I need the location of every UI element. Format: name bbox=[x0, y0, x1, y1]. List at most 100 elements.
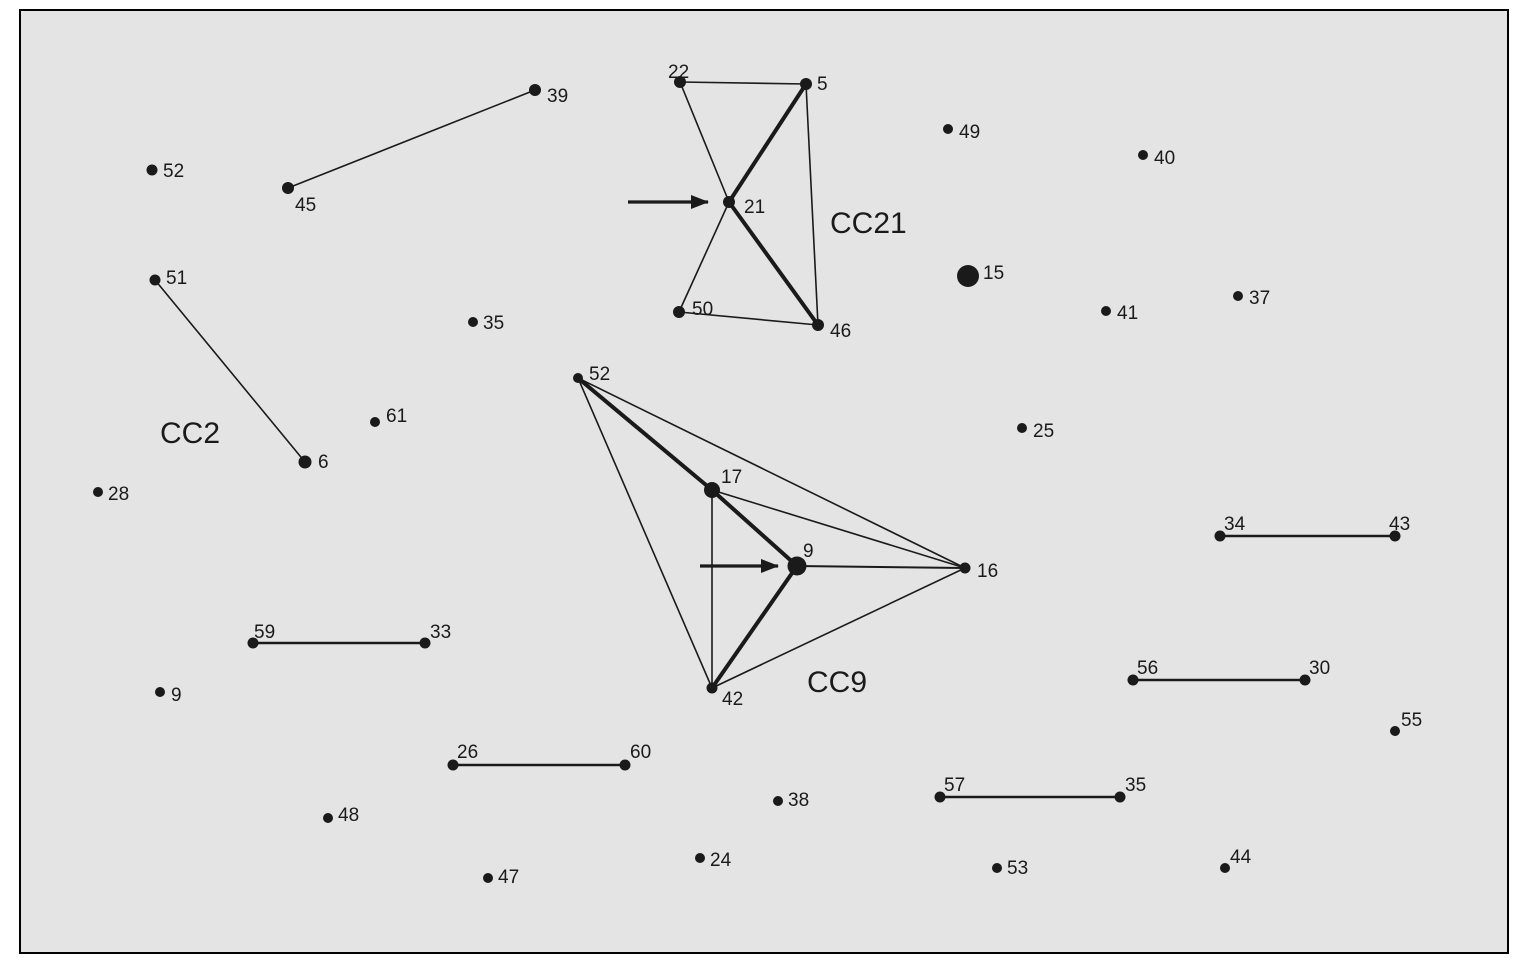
node-dot bbox=[1214, 530, 1226, 542]
graph-edge bbox=[710, 488, 799, 568]
node-dot bbox=[695, 853, 705, 863]
node-dot bbox=[812, 319, 824, 331]
cluster-label: CC2 bbox=[160, 417, 220, 450]
node-dot bbox=[1127, 674, 1139, 686]
node-label: 17 bbox=[721, 467, 742, 488]
node-dot bbox=[706, 682, 718, 694]
node-dot bbox=[992, 863, 1002, 873]
node-dot bbox=[323, 813, 333, 823]
node-label: 35 bbox=[1125, 775, 1146, 796]
node-dot bbox=[943, 124, 953, 134]
node-dot bbox=[370, 417, 380, 427]
node-dot bbox=[447, 759, 459, 771]
node-label: 26 bbox=[457, 742, 478, 763]
graph-edge bbox=[154, 279, 306, 463]
graph-edge bbox=[727, 200, 820, 327]
node-label: 60 bbox=[630, 742, 651, 763]
graph-edge bbox=[805, 83, 819, 326]
node-dot bbox=[282, 182, 294, 194]
node-dot bbox=[959, 562, 971, 574]
node-label: 6 bbox=[318, 452, 329, 473]
node-label: 50 bbox=[692, 299, 713, 320]
node-dot bbox=[146, 164, 158, 176]
node-dot bbox=[529, 84, 541, 96]
nodes-layer bbox=[93, 76, 1401, 883]
node-label: 9 bbox=[803, 541, 814, 562]
node-dot bbox=[1114, 791, 1126, 803]
node-dot bbox=[787, 556, 807, 576]
node-label: 46 bbox=[830, 321, 851, 342]
graph-edge bbox=[710, 564, 799, 690]
graph-edge bbox=[287, 89, 536, 189]
graph-edge bbox=[577, 377, 966, 569]
node-label: 21 bbox=[744, 197, 765, 218]
node-dot bbox=[149, 274, 161, 286]
node-label: 37 bbox=[1249, 288, 1270, 309]
graph-edge bbox=[679, 81, 807, 85]
node-label: 61 bbox=[386, 406, 407, 427]
node-label: 52 bbox=[163, 161, 184, 182]
graph-edge bbox=[679, 81, 730, 203]
edges-layer bbox=[154, 81, 1397, 799]
node-dot bbox=[934, 791, 946, 803]
node-dot bbox=[723, 196, 735, 208]
node-label: 24 bbox=[710, 850, 732, 871]
node-dot bbox=[1390, 726, 1400, 736]
cluster-label: CC21 bbox=[830, 207, 907, 240]
node-dot bbox=[573, 373, 583, 383]
node-dot bbox=[1389, 530, 1401, 542]
node-label: 15 bbox=[983, 263, 1004, 284]
node-label: 9 bbox=[171, 685, 182, 706]
graph-edge bbox=[576, 376, 714, 492]
node-dot bbox=[704, 482, 720, 498]
node-label: 25 bbox=[1033, 421, 1054, 442]
node-label: 43 bbox=[1389, 514, 1410, 535]
graph-edge bbox=[711, 489, 966, 569]
node-dot bbox=[1220, 863, 1230, 873]
node-label: 38 bbox=[788, 790, 809, 811]
node-label: 39 bbox=[547, 86, 568, 107]
node-label: 55 bbox=[1401, 710, 1422, 731]
node-dot bbox=[247, 637, 259, 649]
graph-edge bbox=[678, 311, 819, 326]
figure-panel bbox=[19, 9, 1509, 954]
node-label: 53 bbox=[1007, 858, 1028, 879]
node-label: 41 bbox=[1117, 303, 1138, 324]
node-label: 35 bbox=[483, 313, 504, 334]
node-label: 28 bbox=[108, 484, 129, 505]
node-label: 48 bbox=[338, 805, 359, 826]
node-label: 52 bbox=[589, 364, 610, 385]
node-label: 44 bbox=[1230, 847, 1252, 868]
node-dot bbox=[957, 265, 979, 287]
node-dot bbox=[674, 76, 686, 88]
graph-edge bbox=[577, 377, 713, 689]
node-label: 47 bbox=[498, 867, 519, 888]
node-label: 57 bbox=[944, 775, 965, 796]
node-dot bbox=[298, 455, 312, 469]
node-label: 49 bbox=[959, 122, 980, 143]
node-dot bbox=[1017, 423, 1027, 433]
node-label: 16 bbox=[977, 561, 998, 582]
node-label: 42 bbox=[722, 689, 743, 710]
node-label: 40 bbox=[1154, 148, 1175, 169]
node-label: 22 bbox=[668, 62, 689, 83]
node-dot bbox=[419, 637, 431, 649]
node-dot bbox=[483, 873, 493, 883]
node-dot bbox=[468, 317, 478, 327]
node-label: 34 bbox=[1224, 514, 1246, 535]
node-dot bbox=[619, 759, 631, 771]
node-dot bbox=[93, 487, 103, 497]
node-label: 33 bbox=[430, 622, 451, 643]
node-dot bbox=[673, 306, 685, 318]
node-label: 5 bbox=[817, 74, 828, 95]
node-dot bbox=[1138, 150, 1148, 160]
graph-edge bbox=[727, 82, 808, 204]
node-dot bbox=[800, 78, 812, 90]
node-dot bbox=[1101, 306, 1111, 316]
node-label: 59 bbox=[254, 622, 275, 643]
labels-layer: 3922552454940211551374135504652612562817… bbox=[108, 62, 1422, 888]
node-dot bbox=[773, 796, 783, 806]
